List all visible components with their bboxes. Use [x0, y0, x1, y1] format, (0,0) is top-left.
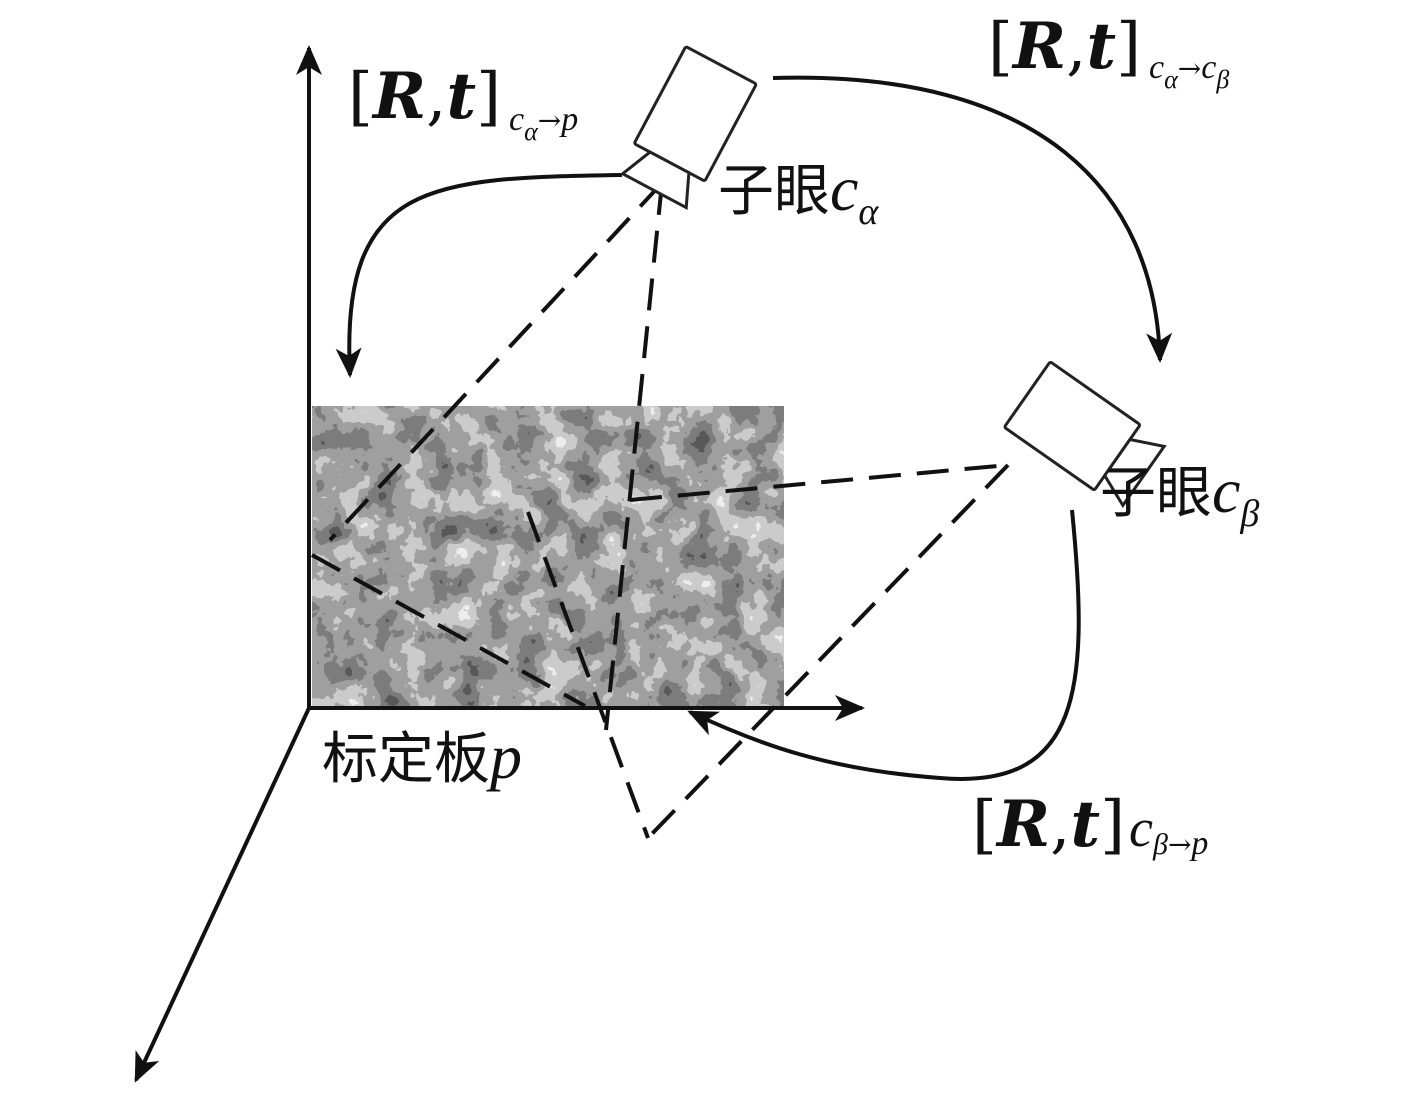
rt-b-p-arrow: → [1168, 828, 1191, 861]
rt-a-b-comma: , [1066, 10, 1086, 84]
rt-a-p-comma: , [426, 60, 446, 134]
rt-a-b-targetg: β [1215, 65, 1229, 94]
transform-arrows [335, 75, 1173, 781]
label-camera-alpha: 子眼cα [718, 153, 879, 233]
coordinate-axes [134, 45, 865, 1083]
rt-a-p-R: R [371, 59, 426, 134]
rt-a-p-t: t [447, 59, 477, 134]
rt-a-b-t: t [1087, 9, 1117, 84]
label-cam-b-var: c [1212, 455, 1240, 526]
rt-b-p-subc: c [1129, 798, 1153, 858]
rt-a-p-target: p [559, 101, 578, 138]
label-rt-ca-to-cb: [R,t]cα→cβ [988, 9, 1229, 94]
rt-a-p-open: [ [348, 60, 373, 134]
rt-b-p-open: [ [972, 788, 997, 862]
axis-depth [134, 707, 311, 1083]
label-cam-b-sub: β [1239, 493, 1259, 535]
camera-icon [619, 45, 758, 210]
rt-b-p-t: t [1071, 787, 1101, 862]
rt-b-p-close: ] [1100, 788, 1125, 862]
rt-a-b-open: [ [988, 10, 1013, 84]
label-board: 标定板p [322, 721, 522, 792]
arrow-ca-to-board [335, 173, 623, 378]
rt-a-b-targetc: c [1201, 49, 1216, 86]
label-cam-b-name: 子眼 [1100, 461, 1212, 526]
rt-a-b-arrow: → [1178, 52, 1201, 85]
camera-icon [1003, 360, 1167, 509]
rt-b-p-subg: β [1152, 828, 1168, 861]
projection-lines [311, 181, 1010, 840]
svg-text:标定板p: 标定板p [322, 721, 522, 792]
label-camera-beta: 子眼cβ [1100, 455, 1259, 535]
rt-a-p-arrow: → [538, 104, 561, 137]
arrow-ca-to-cb [772, 75, 1173, 363]
label-cam-a-name: 子眼 [718, 159, 830, 224]
svg-text:子眼cα: 子眼cα [718, 153, 879, 233]
rt-a-p-subg: α [524, 117, 539, 146]
rt-a-p-subc: c [509, 101, 524, 138]
rt-b-p-R: R [995, 787, 1050, 862]
rt-b-p-target: p [1189, 825, 1208, 862]
svg-text:[R,t]cα→p: [R,t]cα→p [348, 59, 578, 146]
label-board-var: p [486, 721, 522, 792]
rt-a-p-close: ] [476, 60, 501, 134]
rt-a-b-subg: α [1164, 65, 1179, 94]
label-rt-cb-to-p: [R,t]cβ→p [972, 787, 1208, 862]
arrow-cb-to-board [687, 509, 1081, 781]
rt-a-b-R: R [1011, 9, 1066, 84]
rt-a-b-subc: c [1149, 49, 1164, 86]
svg-text:[R,t]cα→cβ: [R,t]cα→cβ [988, 9, 1229, 94]
label-board-name: 标定板 [322, 727, 490, 792]
rt-b-p-comma: , [1050, 788, 1070, 862]
label-cam-a-sub: α [858, 191, 879, 233]
label-rt-ca-to-p: [R,t]cα→p [348, 59, 578, 146]
calibration-board [312, 406, 784, 706]
svg-text:[R,t]cβ→p: [R,t]cβ→p [972, 787, 1208, 862]
label-cam-a-var: c [830, 153, 858, 224]
rt-a-b-close: ] [1116, 10, 1141, 84]
svg-text:子眼cβ: 子眼cβ [1100, 455, 1259, 535]
